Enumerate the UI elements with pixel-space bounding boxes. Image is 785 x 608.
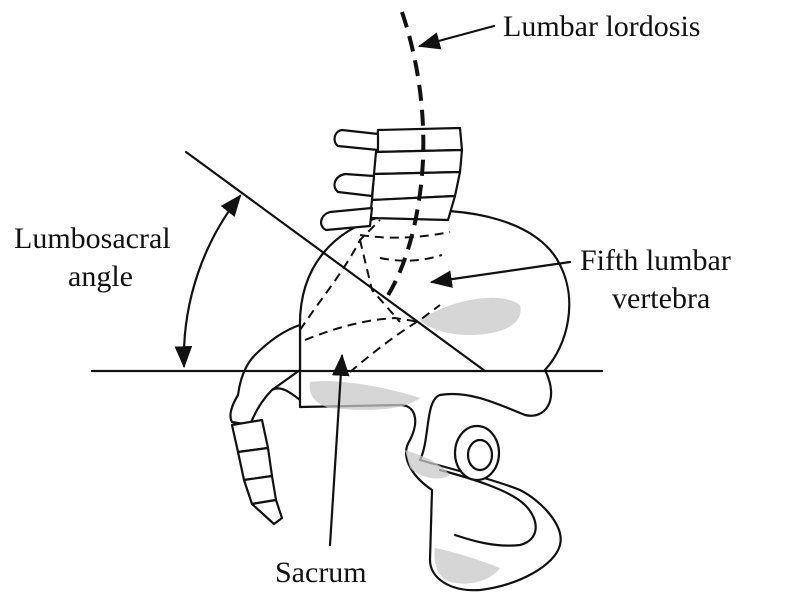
- spinous-process-2: [333, 172, 376, 198]
- spinous-process-3: [320, 206, 374, 232]
- sacral-inclination-line: [184, 150, 487, 373]
- sacrum-arrow: [328, 353, 350, 547]
- lumbosacral-angle-arc: [174, 194, 242, 369]
- spinous-process-1: [333, 128, 380, 152]
- pubis-shading: [405, 450, 450, 479]
- label-sacrum: Sacrum: [275, 556, 367, 589]
- coccyx-upper: [229, 323, 302, 427]
- label-lumbar-lordosis: Lumbar lordosis: [503, 10, 700, 43]
- pelvis-illustration: [298, 209, 571, 592]
- label-fifth-lumbar: Fifth lumbar: [580, 244, 731, 277]
- coccyx-segment-1: [230, 418, 270, 454]
- lumbar-lordosis-arrow: [417, 24, 496, 50]
- lumbar-vertebrae: [320, 126, 464, 232]
- ischium-shading: [434, 548, 500, 584]
- ilium-shading: [420, 297, 521, 335]
- fifth-lumbar-arrow: [429, 260, 572, 288]
- sacrum-dashed-outline: [299, 219, 451, 373]
- label-vertebra: vertebra: [612, 282, 710, 315]
- acetabulum-inner: [466, 438, 494, 472]
- label-lumbosacral: Lumbosacral: [14, 222, 171, 255]
- coccyx-segment-2: [236, 446, 274, 482]
- lumbar-lordosis-curve: [383, 11, 426, 302]
- coccyx-illustration: [229, 323, 302, 526]
- ischium-edge: [438, 468, 537, 547]
- sacral-shading: [309, 381, 420, 410]
- label-angle: angle: [68, 260, 133, 293]
- lumbar-vertebra-connector: [368, 194, 457, 222]
- sacral-process-line: [270, 387, 302, 402]
- coccyx-tip: [250, 498, 284, 526]
- lumbar-vertebra-middle: [372, 148, 464, 176]
- lumbar-vertebra-upper: [374, 126, 464, 154]
